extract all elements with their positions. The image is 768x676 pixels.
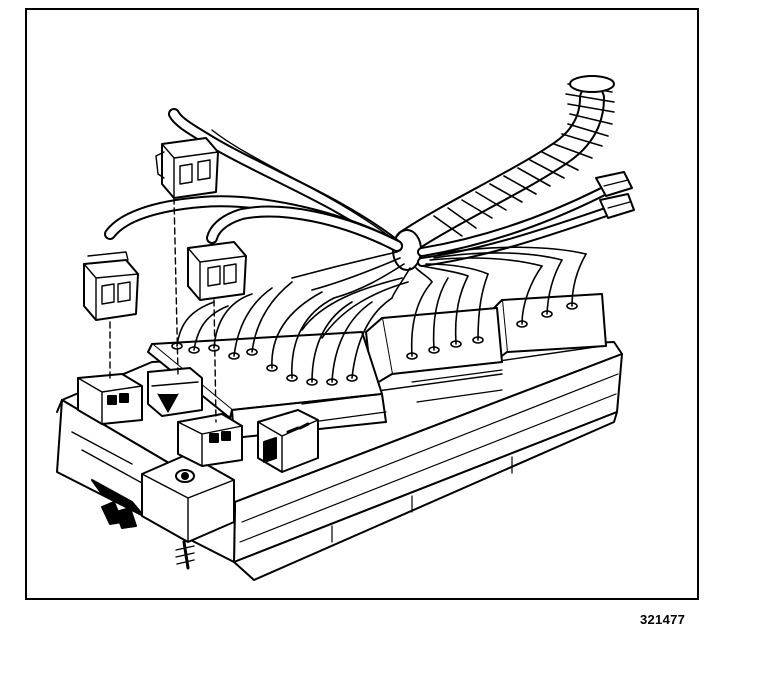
- illustration-frame: [25, 8, 699, 600]
- pigtail-harness: [104, 108, 403, 252]
- wiring-harness-fuse-block-illustration: [56, 75, 635, 581]
- plug-connector-center: [187, 241, 247, 301]
- module-wires: [176, 253, 587, 383]
- deck-receptacles: [77, 367, 319, 473]
- main-wiring-harness: [291, 75, 635, 299]
- plug-connector-left: [83, 251, 139, 321]
- right-pigtail-connectors: [595, 171, 635, 219]
- figure-number: 321477: [640, 612, 686, 627]
- alignment-lines: [109, 197, 217, 423]
- plug-connector-upper: [155, 137, 219, 199]
